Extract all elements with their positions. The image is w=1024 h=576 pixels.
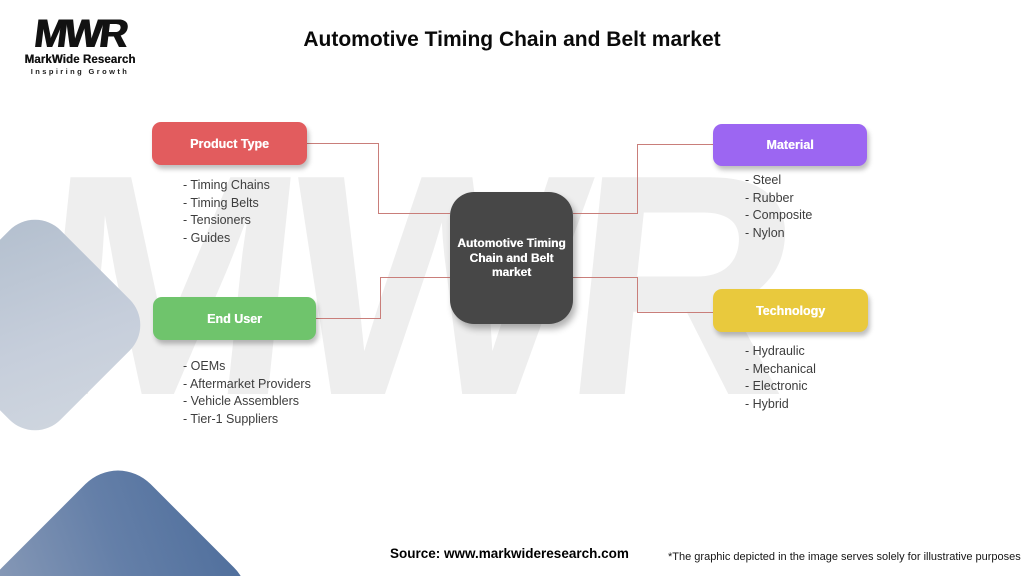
connector-segment [307,143,378,144]
list-end-user: - OEMs - Aftermarket Providers - Vehicle A… [183,358,311,428]
list-product-type: - Timing Chains - Timing Belts - Tensioner… [183,177,270,247]
list-item: market [491,265,532,280]
page-title: Automotive Timing Chain and Belt market [303,28,721,51]
list-item: - Guides [183,230,231,245]
node-end-user: End User [153,297,316,340]
list-item: - Electronic [745,379,808,393]
list-item: - Hydraulic [745,344,805,358]
connector-segment [573,213,637,214]
list-item: - Nylon [745,225,785,240]
list-item: - Tensioners [183,213,251,227]
connector-segment [573,277,637,278]
list-item: - Vehicle Assemblers [183,394,300,408]
node-technology: Technology [713,289,868,332]
list-item: - OEMs [183,359,226,373]
list-item: Chain and Belt [469,250,554,265]
connector-segment [637,277,638,313]
node-product-type: Product Type [152,122,307,165]
logo-company-name: MarkWide Research [24,54,136,66]
connector-segment [637,144,638,214]
node-label: Material [766,138,814,152]
connector-segment [380,277,381,319]
list-item: - Timing Chains [183,178,270,192]
decor-diamond-dark [0,451,267,576]
list-item: Automotive Timing [457,236,566,251]
list-item: - Rubber [745,190,794,205]
node-label: Product Type [190,136,269,151]
node-material: Material [713,124,867,166]
list-item: - Composite [745,208,813,222]
list-item: - Tier-1 Suppliers [183,411,279,426]
connector-segment [378,213,450,214]
list-item: - Mechanical [745,361,816,376]
list-technology: - Hydraulic - Mechanical - Electronic - Hyb… [745,343,816,413]
mwr-watermark: MWR [19,109,802,461]
connector-segment [637,312,713,313]
list-item: - Timing Belts [183,195,259,210]
list-item: - Hybrid [745,396,789,411]
markwide-logo: MWR MarkWide Research Inspiring Growth [20,12,140,76]
connector-segment [378,143,379,213]
connector-segment [316,318,380,319]
list-material: - Steel - Rubber - Composite - Nylon [745,172,812,242]
disclaimer-text: *The graphic depicted in the image serve… [668,551,1021,563]
node-label: Technology [755,303,826,318]
source-text: Source: www.markwideresearch.com [390,546,629,561]
connector-segment [380,277,450,278]
list-item: - Steel [745,173,782,187]
node-label: End User [207,311,262,326]
list-item: - Aftermarket Providers [183,376,311,391]
logo-tagline: Inspiring Growth [30,67,130,76]
connector-segment [637,144,713,145]
